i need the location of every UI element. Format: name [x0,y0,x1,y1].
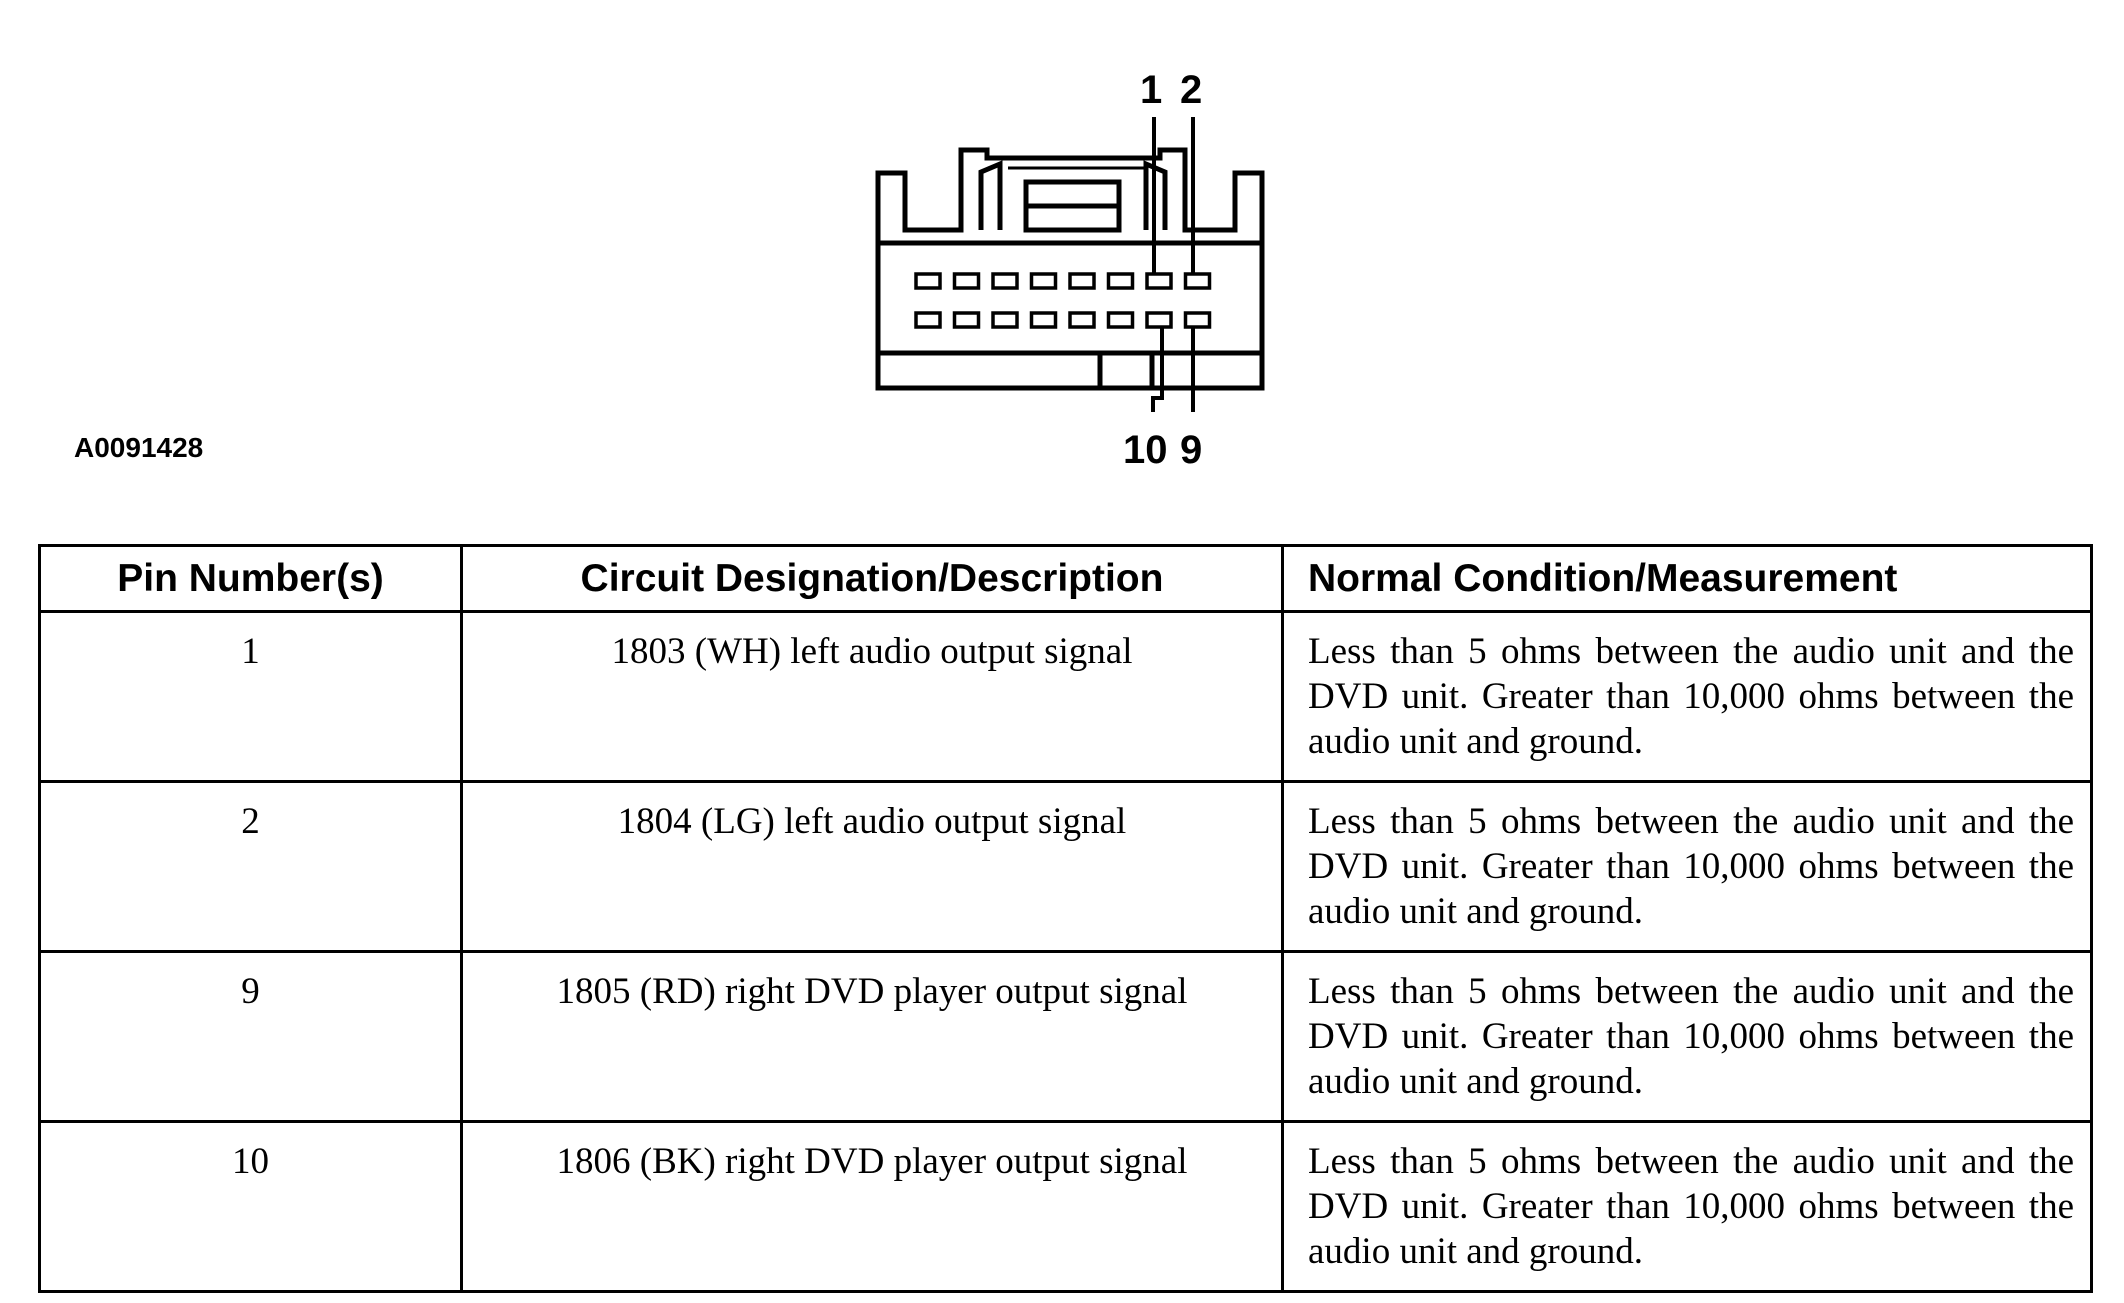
pin-cavity-top-6 [1106,272,1135,290]
pin-cavity-top-3 [991,272,1019,290]
cell-pin-number: 10 [38,1120,463,1293]
cell-pin-number: 1 [38,610,463,783]
cell-circuit-description: 1804 (LG) left audio output signal [460,780,1284,953]
table-row: 2 1804 (LG) left audio output signal Les… [38,780,2093,953]
table-header-row: Pin Number(s) Circuit Designation/Descri… [38,544,2093,613]
connector-diagram: 1 2 10 9 [860,60,1280,480]
pin-cavity-bottom-5 [1068,311,1096,329]
connector-housing-outline [875,240,1265,391]
pin-label-10: 10 [1123,428,1168,472]
pin-10-leader [1151,320,1164,412]
cell-circuit-description: 1803 (WH) left audio output signal [460,610,1284,783]
pin-cavity-bottom-4 [1029,311,1058,329]
pin-cavity-top-4 [1029,272,1058,290]
cell-pin-number: 2 [38,780,463,953]
pin-table: Pin Number(s) Circuit Designation/Descri… [38,544,2093,1293]
pin-label-1: 1 [1140,68,1162,112]
pin-label-9: 9 [1180,428,1202,472]
right-latch-outline [1182,170,1265,243]
cell-measurement: Less than 5 ohms between the audio unit … [1281,1120,2093,1293]
pin-cavity-bottom-8 [1183,311,1212,329]
pin-cavity-bottom-7 [1145,311,1173,329]
cell-measurement: Less than 5 ohms between the audio unit … [1281,950,2093,1123]
table-row: 9 1805 (RD) right DVD player output sign… [38,950,2093,1123]
pin-cavity-bottom-2 [952,311,981,329]
figure-id-label: A0091428 [74,432,204,463]
cell-circuit-description: 1806 (BK) right DVD player output signal [460,1120,1284,1293]
lock-inner-left [978,160,1003,230]
cell-circuit-description: 1805 (RD) right DVD player output signal [460,950,1284,1123]
header-normal-condition: Normal Condition/Measurement [1281,544,2093,613]
left-latch-outline [875,170,964,243]
pin-cavity-bottom-1 [914,311,942,329]
connector-face-drawing: 1 2 10 9 [875,68,1265,472]
header-circuit-designation: Circuit Designation/Description [460,544,1284,613]
header-pin-numbers: Pin Number(s) [38,544,463,613]
center-lock-outline [958,147,1188,173]
pin-cavity-top-5 [1068,272,1096,290]
pin-cavity-top-2 [952,272,981,290]
pin-cavity-bottom-3 [991,311,1019,329]
cell-measurement: Less than 5 ohms between the audio unit … [1281,610,2093,783]
cell-measurement: Less than 5 ohms between the audio unit … [1281,780,2093,953]
pin-cavities [914,272,1212,329]
pin-label-2: 2 [1180,68,1202,112]
pin-cavity-top-7 [1145,272,1173,290]
table-row: 1 1803 (WH) left audio output signal Les… [38,610,2093,783]
pin-cavity-bottom-6 [1106,311,1135,329]
table-row: 10 1806 (BK) right DVD player output sig… [38,1120,2093,1293]
cell-pin-number: 9 [38,950,463,1123]
pin-cavity-top-8 [1183,272,1212,290]
pin-cavity-top-1 [914,272,942,290]
